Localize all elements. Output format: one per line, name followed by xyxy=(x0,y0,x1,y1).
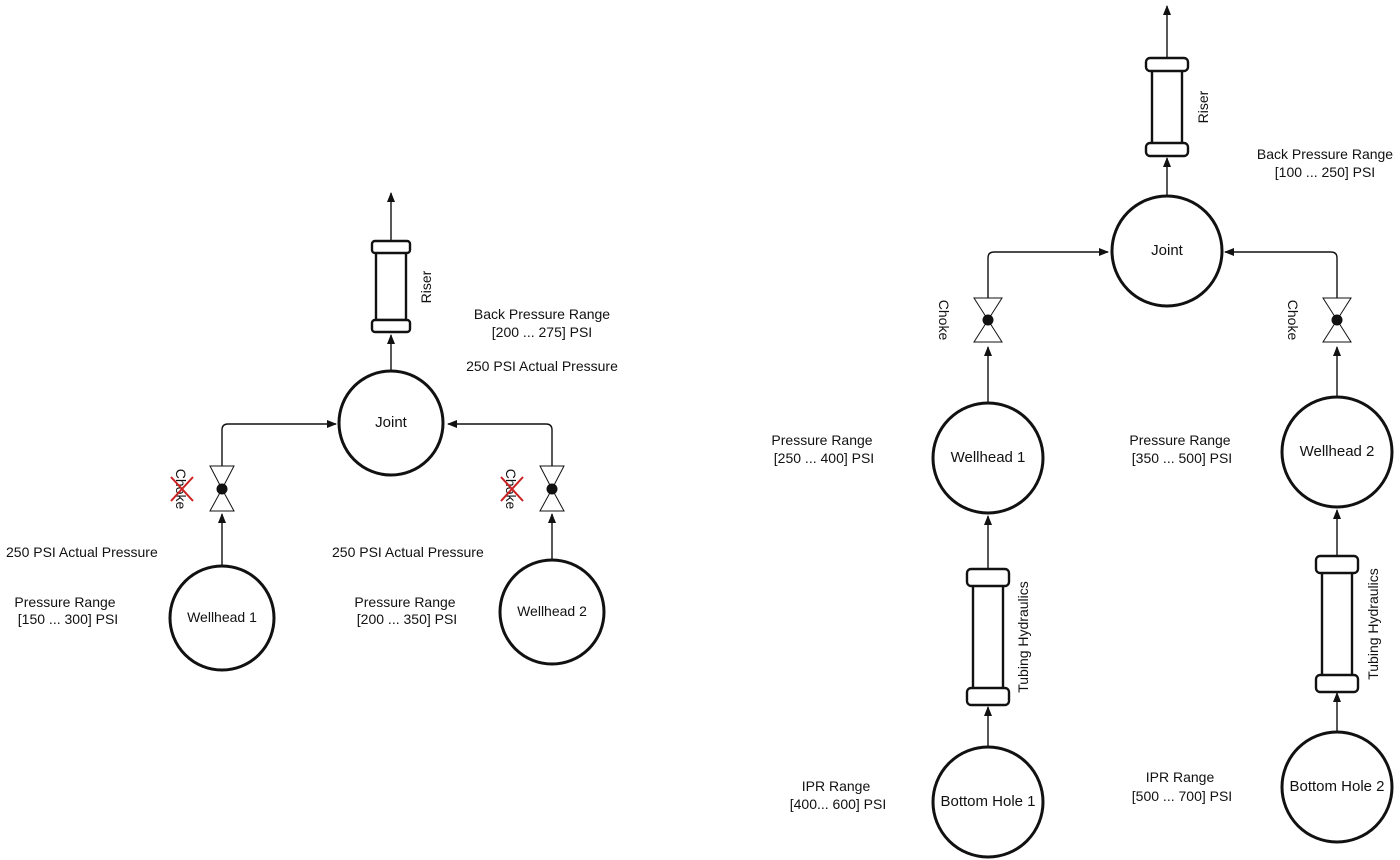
left-diagram: Riser Joint Choke Choke Wellhead 1 We xyxy=(6,192,618,672)
choke-disabled-x-mark xyxy=(500,476,524,502)
joint-node xyxy=(1110,194,1224,308)
wellhead2-actual-pressure: 250 PSI Actual Pressure xyxy=(332,544,484,560)
back-pressure-range: [200 ... 275] PSI xyxy=(492,324,592,340)
riser-label: Riser xyxy=(1195,90,1211,123)
choke-label: Choke xyxy=(936,300,952,341)
bottomhole2-label: Bottom Hole 2 xyxy=(1289,778,1384,795)
bottomhole1-range-title: IPR Range xyxy=(802,778,871,794)
wellhead1-actual-pressure: 250 PSI Actual Pressure xyxy=(6,544,158,560)
back-pressure-range: [100 ... 250] PSI xyxy=(1275,164,1375,180)
wellhead1-range: [250 ... 400] PSI xyxy=(774,450,874,466)
bottomhole2-node xyxy=(1280,730,1394,844)
bottomhole1-range: [400... 600] PSI xyxy=(790,796,887,812)
choke-valve xyxy=(973,297,1003,343)
back-pressure-title: Back Pressure Range xyxy=(1257,146,1393,162)
choke-valve xyxy=(539,465,565,512)
choke-valve xyxy=(209,465,235,512)
wellhead1-node xyxy=(931,401,1045,515)
joint-node xyxy=(337,369,445,477)
left-choke-to-joint-arrow xyxy=(221,420,337,466)
tubing-label: Tubing Hydraulics xyxy=(1015,581,1031,693)
wellhead1-label: Wellhead 1 xyxy=(951,449,1026,466)
tubing-label: Tubing Hydraulics xyxy=(1365,568,1381,680)
tubing-hydraulics-pipe xyxy=(1314,554,1360,694)
joint-actual-pressure: 250 PSI Actual Pressure xyxy=(466,358,618,374)
joint-label: Joint xyxy=(1151,242,1184,259)
choke-disabled-x-mark xyxy=(170,476,194,502)
tubing-hydraulics-pipe xyxy=(965,567,1011,707)
wellhead2-label: Wellhead 2 xyxy=(1300,443,1375,460)
riser-pipe xyxy=(1144,56,1190,158)
riser-label: Riser xyxy=(418,270,434,303)
choke-valve xyxy=(1322,297,1352,343)
wellhead2-node xyxy=(498,558,606,666)
right-diagram: Riser Joint Choke Choke Wellhead 1 Wellh… xyxy=(771,5,1394,859)
back-pressure-title: Back Pressure Range xyxy=(474,306,610,322)
bottomhole1-node xyxy=(931,745,1045,859)
choke-label: Choke xyxy=(1285,300,1301,341)
left-choke-to-joint-arrow xyxy=(987,248,1109,298)
bottomhole2-range-title: IPR Range xyxy=(1146,769,1215,785)
bottomhole1-label: Bottom Hole 1 xyxy=(940,793,1035,810)
right-choke-to-joint-arrow xyxy=(1224,248,1338,298)
wellhead1-range-title: Pressure Range xyxy=(771,432,872,448)
wellhead1-node xyxy=(168,564,276,672)
bottomhole2-range: [500 ... 700] PSI xyxy=(1132,788,1232,804)
wellhead1-label: Wellhead 1 xyxy=(187,609,257,625)
wellhead2-label: Wellhead 2 xyxy=(517,603,587,619)
wellhead1-range: [150 ... 300] PSI xyxy=(18,611,118,627)
riser-pipe xyxy=(370,239,412,334)
right-choke-to-joint-arrow xyxy=(447,420,553,466)
joint-label: Joint xyxy=(375,414,408,431)
wellhead2-node xyxy=(1280,395,1394,509)
wellhead2-range-title: Pressure Range xyxy=(354,594,455,610)
wellhead2-range-title: Pressure Range xyxy=(1129,432,1230,448)
wellhead2-range: [350 ... 500] PSI xyxy=(1132,450,1232,466)
wellhead2-range: [200 ... 350] PSI xyxy=(357,611,457,627)
wellhead1-range-title: Pressure Range xyxy=(14,594,115,610)
